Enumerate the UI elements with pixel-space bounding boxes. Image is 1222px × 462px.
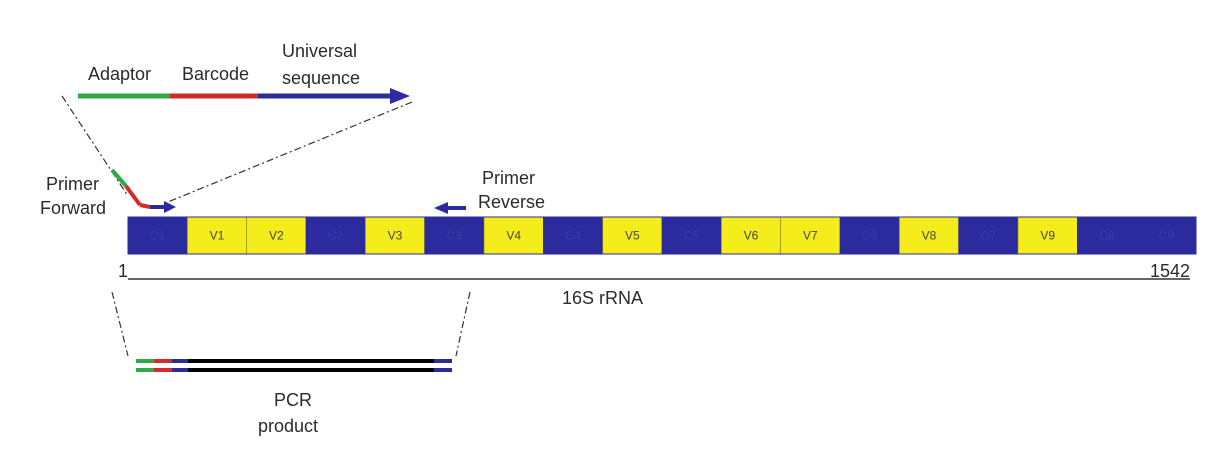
primer-reverse-glyph <box>434 202 466 214</box>
gene-segment-label-c4: C4 <box>565 229 581 243</box>
primer-reverse-label-line1: Primer <box>482 168 535 188</box>
universal-label-line1: Universal <box>282 41 357 61</box>
zoom-line-right <box>167 101 413 203</box>
gene-segment-label-c6: C6 <box>862 229 878 243</box>
gene-bar-border <box>127 216 1197 255</box>
gene-segment-label-c7: C7 <box>981 229 997 243</box>
gene-end-label: 1542 <box>1150 261 1190 281</box>
gene-segment-v4 <box>483 216 544 255</box>
gene-segment-label-c9: C9 <box>1159 229 1175 243</box>
primer-forward-label-line2: Forward <box>40 198 106 218</box>
primer-forward-glyph <box>110 168 176 213</box>
primer-forward-label-line1: Primer <box>46 174 99 194</box>
gene-segment-label-v9: V9 <box>1040 229 1055 243</box>
adaptor-label: Adaptor <box>88 64 151 84</box>
gene-segment-label-c1: C1 <box>150 229 166 243</box>
barcode-label: Barcode <box>182 64 249 84</box>
gene-segment-label-v3: V3 <box>388 229 403 243</box>
gene-segment-label-v7: V7 <box>803 229 818 243</box>
gene-segment-label-v5: V5 <box>625 229 640 243</box>
gene-segment-v3 <box>365 216 425 255</box>
pcr-product-label-line1: PCR <box>274 390 312 410</box>
gene-segment-label-v2: V2 <box>269 229 284 243</box>
primer-reverse-label-line2: Reverse <box>478 192 545 212</box>
zoom-line-left <box>61 95 129 197</box>
gene-segment-v8 <box>899 216 959 255</box>
universal-sequence-arrowhead <box>390 88 410 104</box>
gene-segment-label-v1: V1 <box>210 229 225 243</box>
pcr-zoom-line-left <box>111 291 129 357</box>
gene-segment-v5 <box>602 216 663 255</box>
gene-segment-v7 <box>780 216 841 255</box>
gene-name-label: 16S rRNA <box>562 288 643 308</box>
gene-segment-label-v4: V4 <box>506 229 521 243</box>
pcr-product-glyph <box>136 359 452 372</box>
gene-segment-label-c8: C8 <box>1099 229 1115 243</box>
gene-segment-v6 <box>721 216 781 255</box>
gene-segment-c5 <box>661 216 722 255</box>
gene-segment-label-v8: V8 <box>922 229 937 243</box>
gene-bar-16s-rrna: C1 V1 V2 C2 V3 C3 V4 C4 V5 C5 V6 V7 C6 V8 C7 V9 C8 C9 <box>127 216 1197 255</box>
gene-segment-c1 <box>127 216 188 255</box>
gene-segment-label-c5: C5 <box>684 229 700 243</box>
gene-segment-label-c3: C3 <box>447 229 463 243</box>
pcr-zoom-line-right <box>455 291 471 357</box>
universal-label-line2: sequence <box>282 68 360 88</box>
primer-construct: Adaptor Barcode Universal sequence <box>78 41 410 104</box>
gene-segment-c8 <box>1077 216 1137 255</box>
gene-segment-c6 <box>839 216 900 255</box>
gene-segment-c9 <box>1136 216 1197 255</box>
gene-segment-label-v6: V6 <box>744 229 759 243</box>
pcr-product-label-line2: product <box>258 416 318 436</box>
gene-segment-label-c2: C2 <box>328 229 344 243</box>
gene-start-label: 1 <box>118 261 128 281</box>
gene-segment-c4 <box>543 216 603 255</box>
